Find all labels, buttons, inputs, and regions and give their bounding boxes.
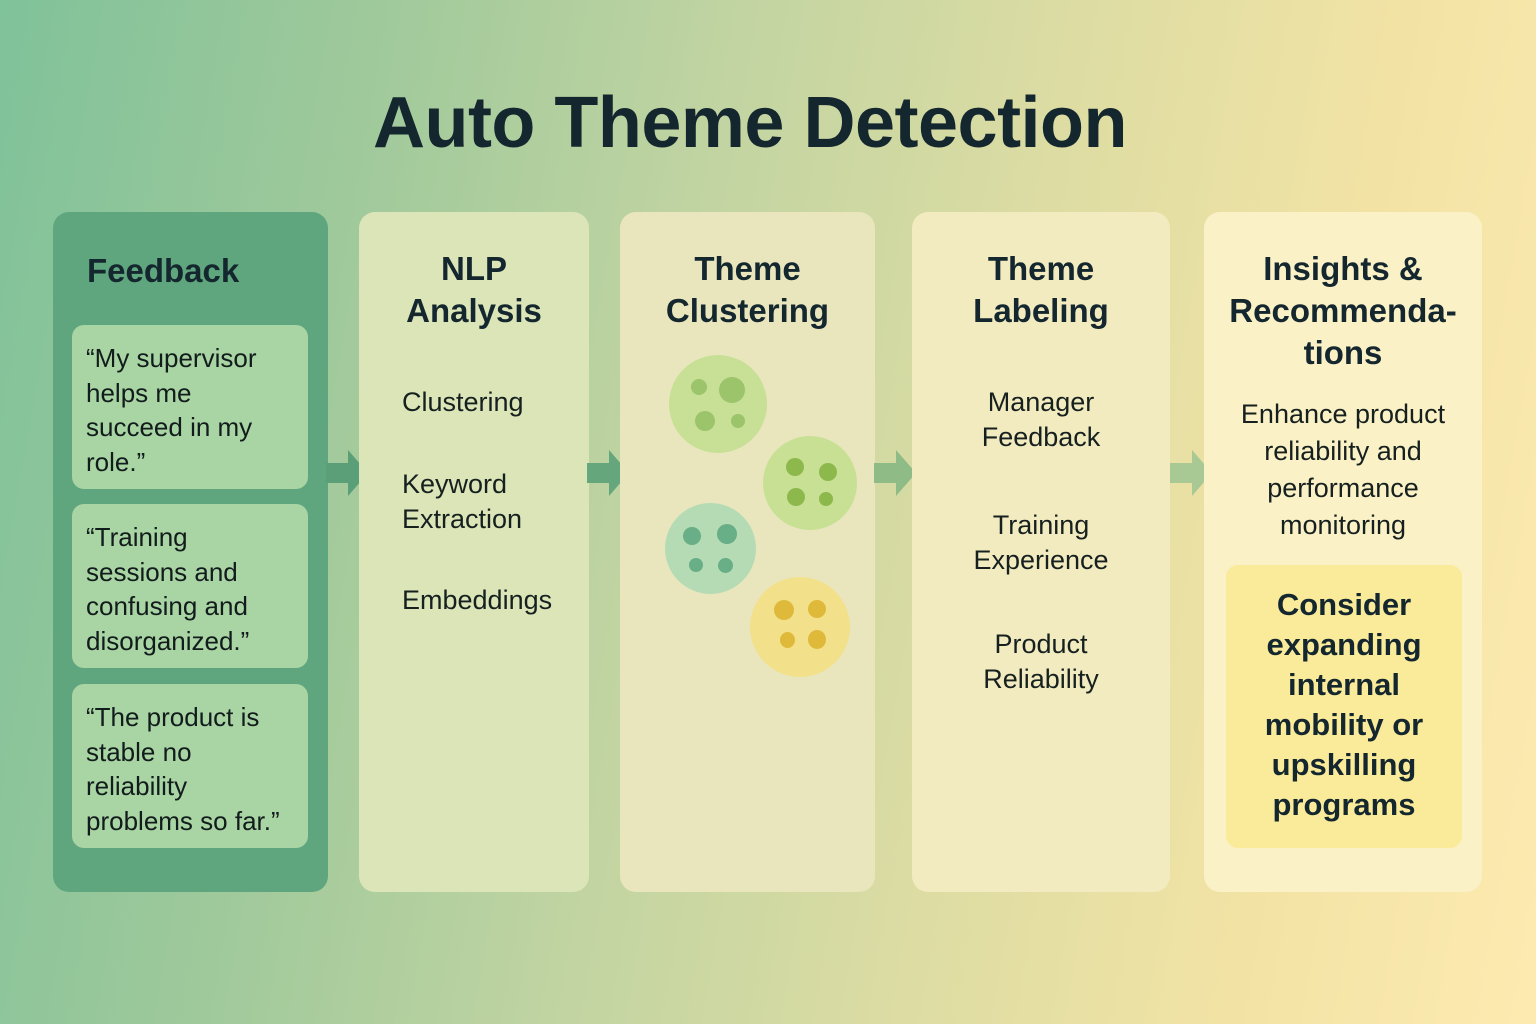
nlp-analysis-column: NLP Analysis Clustering Keyword Extracti… xyxy=(359,212,589,892)
theme-label-training-experience: Training Experience xyxy=(973,510,1109,575)
cluster-dot xyxy=(683,527,701,545)
feedback-column: Feedback “My supervisor helps me succeed… xyxy=(53,212,328,892)
feedback-quote: “My supervisor helps me succeed in my ro… xyxy=(72,325,308,489)
cluster-bubble-lime xyxy=(763,436,857,530)
cluster-dot xyxy=(689,558,703,572)
recommendation-text: Consider expanding internal mobility or … xyxy=(1264,587,1424,822)
recommendation-box: Consider expanding internal mobility or … xyxy=(1226,565,1462,848)
insights-heading-text: Insights & Recommenda-tions xyxy=(1229,250,1457,371)
feedback-quote: “Training sessions and confusing and dis… xyxy=(72,504,308,668)
cluster-dot xyxy=(774,600,794,620)
theme-label-manager-feedback: Manager Feedback xyxy=(981,387,1101,452)
nlp-heading: NLP Analysis xyxy=(406,250,542,329)
cluster-dot xyxy=(819,492,833,506)
theme-clustering-column: Theme Clustering xyxy=(620,212,875,892)
cluster-dot xyxy=(691,379,707,395)
arrow-right-icon xyxy=(1170,448,1214,498)
cluster-dot xyxy=(786,458,804,476)
arrow-right-icon xyxy=(326,448,370,498)
nlp-item-clustering: Clustering xyxy=(402,387,524,417)
cluster-bubble-teal xyxy=(665,503,756,594)
labeling-heading: Theme Labeling xyxy=(973,250,1109,329)
arrow-right-icon xyxy=(587,448,631,498)
page-title: Auto Theme Detection xyxy=(372,83,1128,163)
theme-label-product-reliability: Product Reliability xyxy=(983,629,1099,694)
clustering-heading: Theme Clustering xyxy=(665,250,830,329)
insights-column: Insights & Recommenda-tions Enhance prod… xyxy=(1204,212,1482,892)
cluster-dot xyxy=(718,558,733,573)
theme-labeling-column: Theme Labeling Manager Feedback Training… xyxy=(912,212,1170,892)
feedback-quote: “The product is stable no reliability pr… xyxy=(72,684,308,848)
nlp-item-keyword-extraction: Keyword Extraction xyxy=(402,469,523,534)
cluster-dot xyxy=(695,411,715,431)
cluster-dot xyxy=(731,414,745,428)
cluster-dot xyxy=(819,463,837,481)
cluster-bubble-light-green xyxy=(669,355,767,453)
feedback-heading: Feedback xyxy=(87,252,240,289)
cluster-dot xyxy=(808,630,826,649)
insight-text: Enhance product reliability and performa… xyxy=(1240,399,1446,540)
cluster-dot xyxy=(717,524,737,544)
cluster-dot xyxy=(780,632,795,648)
cluster-dot xyxy=(808,600,826,618)
nlp-item-embeddings: Embeddings xyxy=(402,585,553,615)
cluster-dot xyxy=(719,377,745,403)
arrow-right-icon xyxy=(874,448,918,498)
cluster-dot xyxy=(787,488,805,506)
cluster-bubble-yellow xyxy=(750,577,850,677)
insights-heading: Insights & Recommenda-tions xyxy=(1204,248,1482,374)
